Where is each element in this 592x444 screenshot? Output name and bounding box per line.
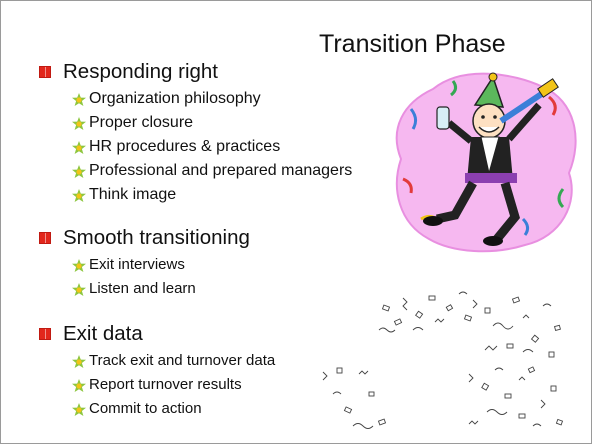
red-square-icon: [39, 328, 51, 340]
list-item-text: HR procedures & practices: [89, 138, 281, 155]
section-heading: Responding right: [63, 60, 218, 83]
list-item-text: Proper closure: [89, 114, 194, 131]
list-item-text: Professional and prepared managers: [89, 162, 353, 179]
list-item-text: Commit to action: [89, 400, 202, 417]
slide-title: Transition Phase: [319, 30, 506, 58]
confetti-clipart: [378, 291, 561, 358]
list-item-text: Think image: [89, 186, 177, 203]
red-square-icon: [39, 232, 51, 244]
green-star-icon: [72, 283, 86, 296]
list-item-text: Track exit and turnover data: [89, 352, 276, 369]
green-star-icon: [72, 189, 86, 202]
list-item-text: Listen and learn: [89, 280, 196, 297]
green-star-icon: [72, 259, 86, 272]
list-item-text: Report turnover results: [89, 376, 242, 393]
green-star-icon: [72, 117, 86, 130]
section-heading: Exit data: [63, 322, 143, 345]
red-square-icon: [39, 66, 51, 78]
green-star-icon: [72, 93, 86, 106]
green-star-icon: [72, 141, 86, 154]
green-star-icon: [72, 403, 86, 416]
party-man-clipart: [395, 72, 577, 253]
green-star-icon: [72, 355, 86, 368]
confetti-clipart: [322, 366, 564, 429]
section-heading: Smooth transitioning: [63, 226, 250, 249]
list-item-text: Organization philosophy: [89, 90, 261, 107]
green-star-icon: [72, 165, 86, 178]
green-star-icon: [72, 379, 86, 392]
list-item-text: Exit interviews: [89, 256, 185, 273]
